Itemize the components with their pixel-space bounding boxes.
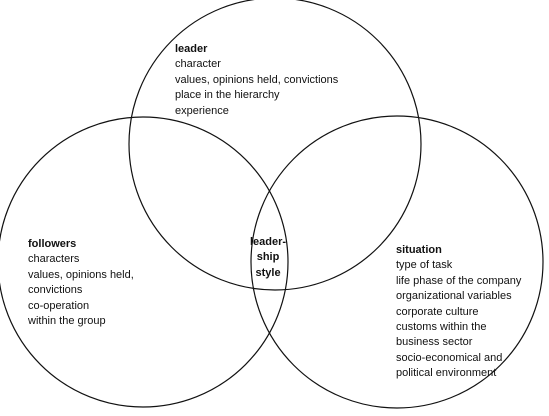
situation-line: political environment [396,367,497,380]
situation-line: socio-economical and [396,351,503,364]
situation-line: organizational variables [396,290,512,303]
leader-title: leader [175,43,208,55]
leader-block: leader character values, opinions held, … [175,42,338,119]
followers-circle [0,116,289,408]
followers-line: characters [28,253,80,266]
followers-line: co-operation [28,299,90,312]
center-line: leader- [250,236,287,248]
situation-block: situation type of task life phase of the… [396,243,521,382]
center-line: ship [256,251,280,264]
followers-line: within the group [28,315,106,328]
leader-line: place in the hierarchy [175,89,280,102]
situation-line: customs within the [396,321,487,334]
leader-circle [128,0,422,291]
followers-title: followers [28,238,77,250]
situation-line: corporate culture [396,305,479,318]
leadership-style-label: leader- ship style [250,235,286,281]
situation-circle [250,115,544,409]
situation-line: type of task [396,259,453,272]
leader-line: values, opinions held, convictions [175,73,339,86]
followers-line: convictions [28,284,83,297]
followers-block: followers characters values, opinions he… [28,237,134,329]
leader-line: experience [175,104,229,117]
center-line: style [255,266,281,279]
situation-line: life phase of the company [396,274,522,287]
followers-line: values, opinions held, [28,268,134,281]
situation-line: business sector [396,336,473,349]
leader-line: character [175,58,221,71]
situation-title: situation [396,244,442,256]
